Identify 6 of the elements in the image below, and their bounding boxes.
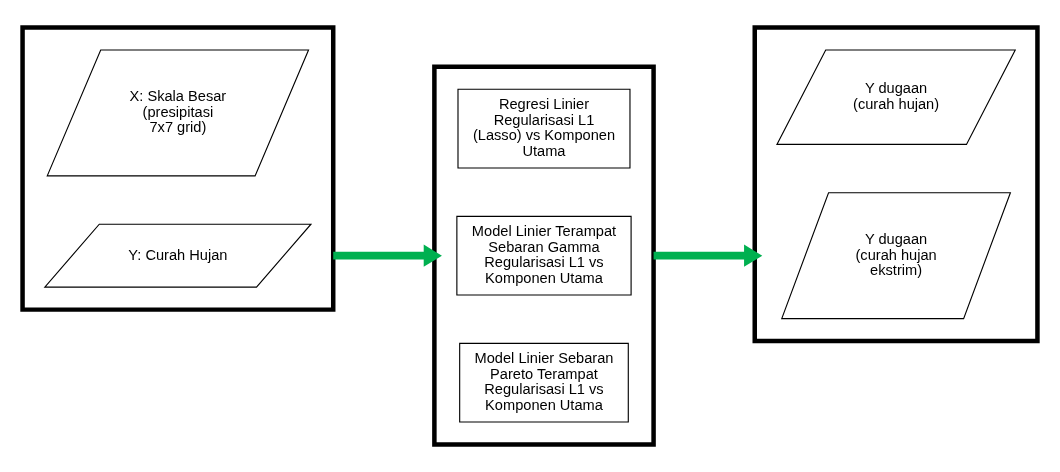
node-box: Model Linier Terampat Sebaran Gamma Regularisasi L1 vs Komponen Utama [456,215,632,296]
node-box: Model Linier Sebaran Pareto Terampat Regularisasi L1 vs Komponen Utama [459,342,629,423]
cluster [432,64,656,447]
cluster [752,25,1040,344]
node-box: Regresi Linier Regularisasi L1 (Lasso) vs Komponen Utama [457,88,631,169]
cluster [20,25,336,312]
